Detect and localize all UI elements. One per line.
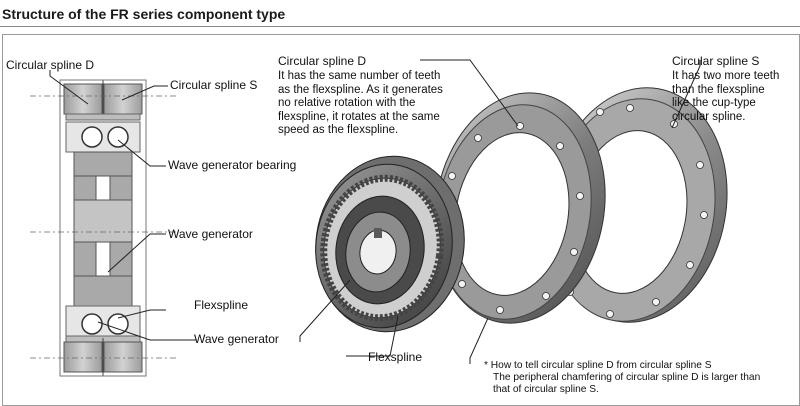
description-line: like the cup-type bbox=[672, 97, 756, 110]
footnote: * How to tell circular spline D from cir… bbox=[484, 360, 760, 397]
description-line: It has the same number of teeth bbox=[278, 70, 441, 82]
cs-spline-d-top bbox=[63, 83, 103, 115]
description-line: as the flexspline. As it generates bbox=[278, 83, 443, 96]
cs-wave-generator bbox=[73, 199, 133, 243]
description-line: flexspline, it rotates at the same bbox=[278, 110, 440, 123]
description-circular-spline-d: It has the same number of teeth as the f… bbox=[278, 70, 443, 138]
description-line: no relative rotation with the bbox=[278, 97, 416, 110]
cs-spline-s-top bbox=[103, 83, 143, 115]
cross-section bbox=[30, 79, 176, 377]
label-wave-generator-bearing: Wave generator bearing bbox=[168, 158, 297, 172]
circular-spline-d-ring bbox=[434, 92, 606, 324]
flexspline-assembly bbox=[315, 155, 465, 333]
label-circular-spline-d-left: Circular spline D bbox=[6, 58, 95, 72]
cs-spline-s-bottom bbox=[103, 341, 143, 373]
label-circular-spline-s-callout: Circular spline S bbox=[672, 54, 760, 68]
description-line: speed as the flexspline. bbox=[278, 124, 399, 137]
label-circular-spline-s-left: Circular spline S bbox=[170, 78, 258, 92]
cs-bearing-top bbox=[65, 121, 141, 153]
footnote-line-2: The peripheral chamfering of circular sp… bbox=[493, 372, 761, 384]
label-flexspline-left: Flexspline bbox=[194, 298, 249, 312]
cs-bearing-bottom bbox=[65, 305, 141, 337]
footnote-line-3: that of circular spline S. bbox=[493, 384, 599, 396]
page-title: Structure of the FR series component typ… bbox=[2, 6, 286, 22]
label-wave-generator-2: Wave generator bbox=[194, 332, 279, 346]
label-circular-spline-d-callout: Circular spline D bbox=[278, 54, 367, 68]
description-circular-spline-s: It has two more teeth than the flexsplin… bbox=[672, 70, 779, 124]
cross-section-leaders bbox=[49, 70, 196, 341]
cs-spline-d-bottom bbox=[63, 341, 103, 373]
title-underline bbox=[0, 26, 800, 27]
description-line: circular spline. bbox=[672, 110, 746, 123]
description-line: It has two more teeth bbox=[672, 70, 780, 82]
label-flexspline-center: Flexspline bbox=[368, 350, 423, 364]
footnote-line-1: * How to tell circular spline D from cir… bbox=[484, 360, 712, 371]
exploded-view-leaders bbox=[299, 59, 701, 364]
description-line: than the flexspline bbox=[672, 83, 765, 96]
label-wave-generator: Wave generator bbox=[168, 227, 253, 241]
